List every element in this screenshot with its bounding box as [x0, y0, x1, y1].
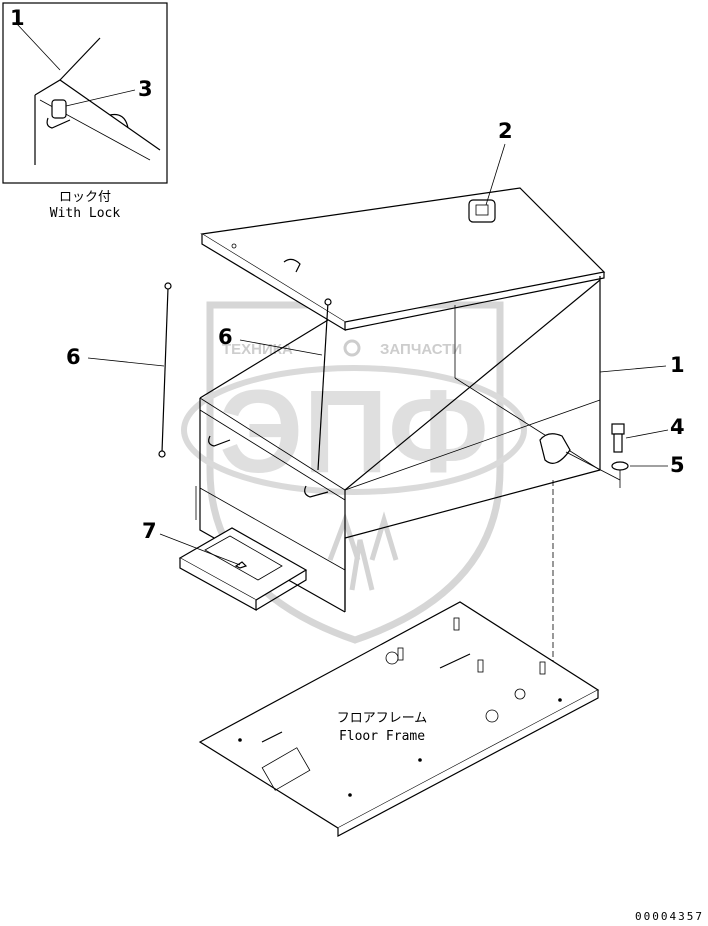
box-handle-left-icon	[208, 435, 231, 447]
inset-caption-jp: ロック付	[59, 190, 111, 205]
leader-4	[625, 429, 669, 439]
tool-box	[195, 187, 621, 613]
watermark-ellipse	[181, 365, 527, 495]
leader-1-main	[599, 365, 667, 373]
watermark-left-text: ТЕХНИКА	[222, 341, 293, 358]
lid-stay-rod	[317, 301, 329, 471]
inset-handle-icon	[46, 117, 71, 129]
washer-part-5-icon	[611, 461, 629, 471]
callout-2: 2	[498, 119, 513, 143]
leader-6-inner	[239, 339, 323, 356]
watermark-wheat-icon	[327, 511, 399, 591]
elbow-fitting-icon	[539, 433, 571, 464]
leader-1-inset	[16, 23, 61, 71]
callout-4: 4	[670, 415, 685, 439]
inset-detail: 1 3	[2, 2, 168, 184]
stay-rod-part-6	[158, 282, 172, 458]
lid-handle-icon	[283, 258, 301, 273]
leader-2	[485, 143, 506, 206]
callout-6-inner: 6	[218, 325, 233, 349]
leader-3	[65, 89, 136, 107]
callout-6-left: 6	[66, 345, 81, 369]
inset-lock-icon	[51, 99, 67, 119]
leader-7	[159, 533, 241, 566]
inset-caption-en: With Lock	[50, 206, 121, 221]
callout-3: 3	[138, 77, 153, 101]
watermark: ТЕХНИКА ЗАПЧАСТИ ЭПФ	[181, 301, 527, 644]
box-handle-front-icon	[304, 485, 329, 498]
leader-6-left	[87, 357, 165, 367]
inset-frame	[2, 2, 168, 184]
watermark-shield	[206, 301, 504, 644]
callout-5: 5	[670, 453, 685, 477]
callout-1-inset: 1	[10, 6, 25, 30]
lid-lock-icon	[468, 199, 496, 223]
inset-handle-2-icon	[109, 113, 129, 129]
bolt-part-4-icon	[611, 423, 625, 453]
callout-1-main: 1	[670, 353, 685, 377]
floor-frame-label-jp: フロアフレーム	[337, 711, 428, 726]
floor-frame-label-en: Floor Frame	[339, 729, 425, 744]
watermark-right-text: ЗАПЧАСТИ	[380, 341, 462, 358]
floor-frame	[198, 601, 600, 837]
drawing-code: 00004357	[635, 910, 704, 923]
watermark-big-text: ЭПФ	[219, 366, 488, 498]
watermark-gear-icon	[343, 339, 361, 357]
callout-7: 7	[142, 519, 157, 543]
mat-part-7	[178, 527, 308, 612]
